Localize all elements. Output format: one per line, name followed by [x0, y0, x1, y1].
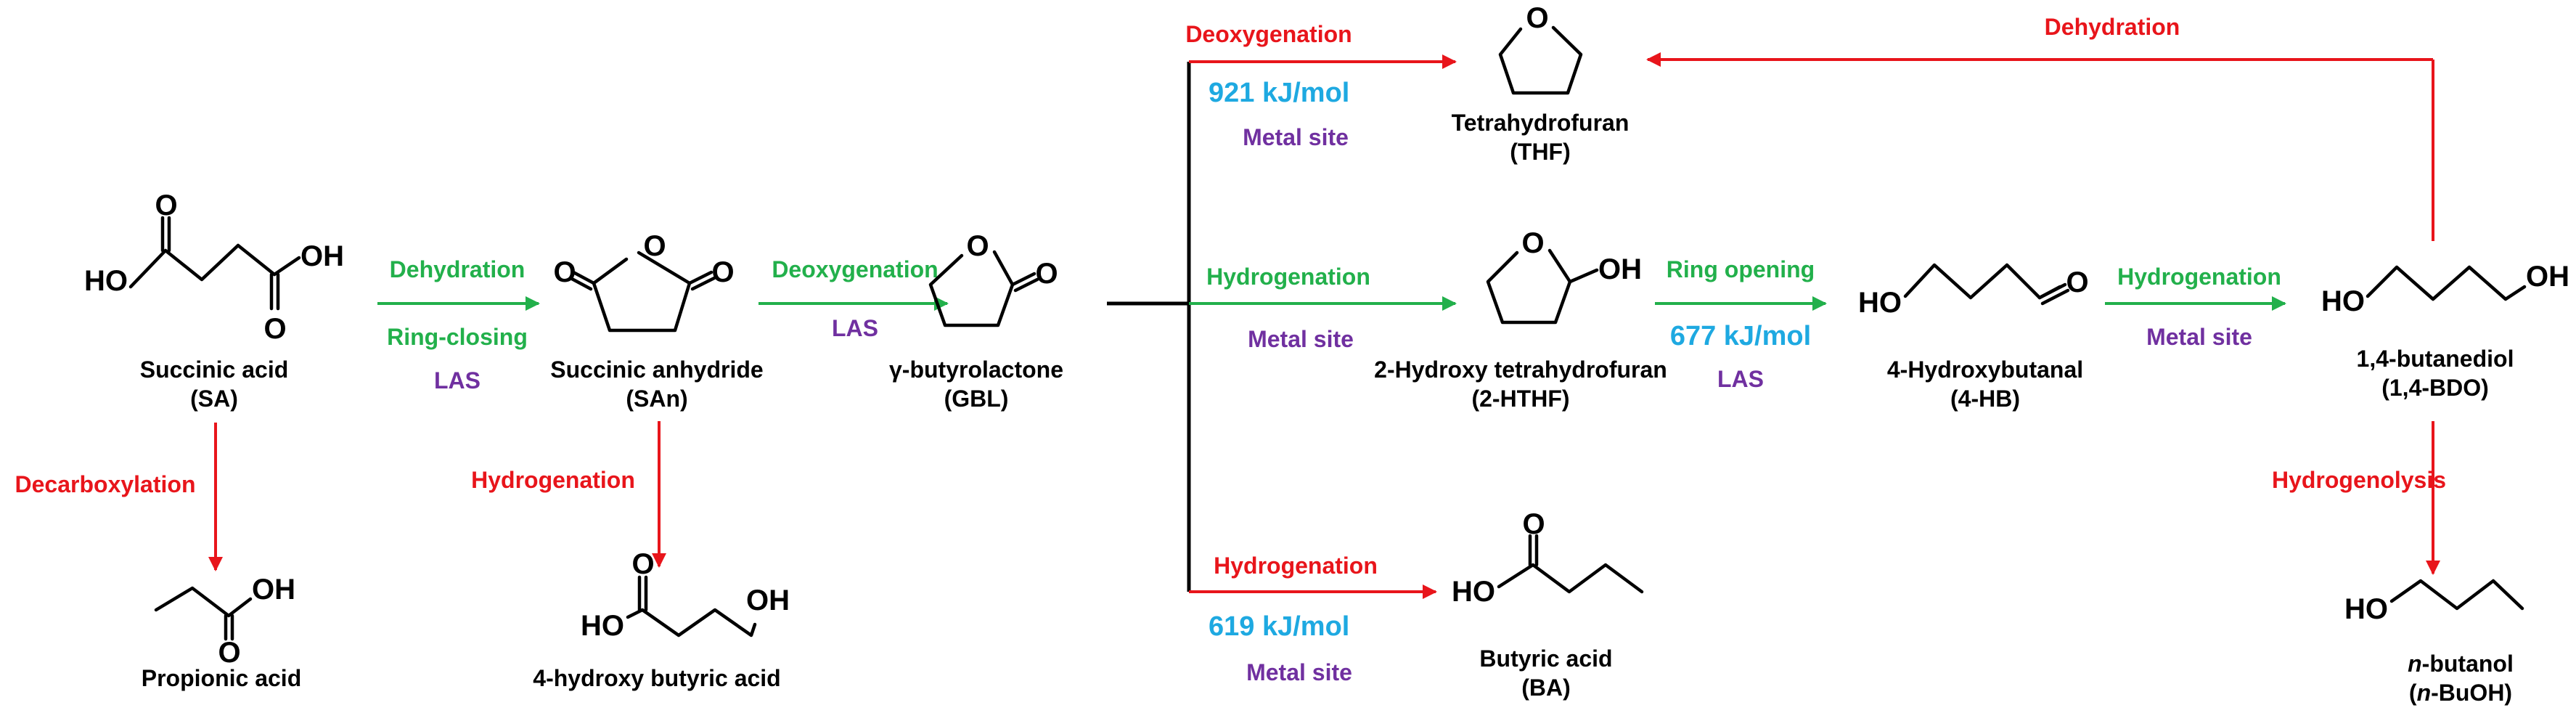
hthf-abbr: (2-HTHF) — [1471, 386, 1569, 412]
atom-o: O — [553, 256, 576, 288]
hb-bdo-site: Metal site — [2146, 324, 2252, 350]
atom-ho: HO — [84, 265, 128, 297]
butyric-acid-structure: HO O — [1452, 508, 1644, 608]
gbl-structure: O O — [928, 230, 1058, 327]
hb-name: 4-Hydroxybutanal — [1887, 356, 2083, 383]
butanediol-structure: HO OH — [2321, 261, 2569, 317]
atom-o: O — [2066, 266, 2088, 298]
thf-name: Tetrahydrofuran — [1452, 110, 1630, 136]
ba-name: Butyric acid — [1479, 645, 1612, 672]
gbl-thf-energy: 921 kJ/mol — [1209, 78, 1349, 108]
n-butanol-structure: HO — [2344, 579, 2524, 625]
atom-o: O — [1522, 508, 1545, 540]
gbl-thf-step-label: Deoxygenation — [1185, 21, 1352, 47]
hydroxybutyric-acid-structure: HO O OH — [581, 548, 790, 642]
butanol-abbr-prefix: n — [2417, 680, 2432, 706]
atom-o: O — [643, 230, 666, 262]
hthf-hb-site: LAS — [1717, 366, 1764, 392]
sa-san-step-sublabel: Ring-closing — [387, 324, 528, 350]
succinic-anhydride-structure: O O O — [553, 230, 735, 333]
thf-abbr: (THF) — [1510, 139, 1571, 165]
gbl-name: γ-butyrolactone — [889, 356, 1063, 383]
atom-o: O — [631, 548, 654, 580]
butanol-name-rest: -butanol — [2422, 651, 2514, 677]
atom-oh: OH — [2526, 261, 2569, 293]
ba-abbr: (BA) — [1521, 675, 1571, 701]
atom-ho: HO — [2344, 593, 2388, 625]
atom-oh: OH — [252, 574, 295, 606]
sa-name: Succinic acid — [140, 356, 289, 383]
propionic-name: Propionic acid — [142, 665, 301, 691]
atom-o: O — [1035, 258, 1058, 290]
atom-ho: HO — [1858, 287, 1902, 319]
bdo-name: 1,4-butanediol — [2357, 346, 2514, 372]
butanol-name-prefix: n — [2408, 651, 2422, 677]
atom-ho: HO — [581, 610, 624, 642]
atom-ho: HO — [2321, 285, 2365, 317]
succinic-acid-structure: O HO OH O — [84, 190, 344, 345]
gbl-hthf-site: Metal site — [1248, 326, 1354, 352]
atom-oh: OH — [1598, 253, 1642, 285]
san-gbl-site: LAS — [832, 315, 878, 341]
atom-o: O — [966, 230, 989, 262]
butanol-abbr-open: ( — [2409, 680, 2417, 706]
gbl-abbr: (GBL) — [944, 386, 1009, 412]
hthf-name: 2-Hydroxy tetrahydrofuran — [1374, 356, 1667, 383]
san-gbl-step-label: Deoxygenation — [772, 256, 938, 282]
hydroxybutanal-structure: HO O — [1858, 263, 2089, 319]
thf-structure: O — [1498, 2, 1583, 95]
atom-o: O — [711, 256, 734, 288]
atom-o: O — [263, 313, 286, 345]
atom-o: O — [155, 190, 177, 221]
hthf-hb-step-label: Ring opening — [1667, 256, 1815, 282]
butanol-abbr: (n-BuOH) — [2409, 680, 2512, 706]
atom-o: O — [1521, 227, 1544, 259]
hb-abbr: (4-HB) — [1950, 386, 2020, 412]
atom-oh: OH — [746, 584, 790, 616]
gbl-thf-site: Metal site — [1243, 124, 1349, 150]
bdo-butanol-step-label: Hydrogenolysis — [2272, 467, 2446, 493]
gbl-hthf-step-label: Hydrogenation — [1206, 264, 1370, 290]
hthf-hb-energy: 677 kJ/mol — [1670, 321, 1811, 351]
sa-abbr: (SA) — [190, 386, 238, 412]
hb-bdo-step-label: Hydrogenation — [2117, 264, 2281, 290]
hba-name: 4-hydroxy butyric acid — [533, 665, 780, 691]
hthf-structure: O OH — [1486, 227, 1642, 325]
atom-o: O — [218, 637, 240, 669]
san-name: Succinic anhydride — [550, 356, 763, 383]
sa-san-step-label: Dehydration — [390, 256, 526, 282]
atom-oh: OH — [300, 240, 344, 272]
san-hba-step-label: Hydrogenation — [471, 467, 635, 493]
propionic-acid-structure: OH O — [154, 574, 295, 669]
san-abbr: (SAn) — [626, 386, 687, 412]
sa-propionic-step-label: Decarboxylation — [15, 471, 196, 497]
sa-san-site: LAS — [434, 367, 481, 394]
butanol-name: n-butanol — [2408, 651, 2514, 677]
butanol-abbr-rest: -BuOH) — [2431, 680, 2512, 706]
gbl-ba-site: Metal site — [1246, 659, 1352, 685]
bdo-abbr: (1,4-BDO) — [2381, 375, 2489, 401]
atom-o: O — [1526, 2, 1548, 34]
gbl-ba-energy: 619 kJ/mol — [1209, 611, 1349, 642]
bdo-thf-step-label: Dehydration — [2045, 14, 2180, 40]
atom-ho: HO — [1452, 576, 1495, 608]
gbl-ba-step-label: Hydrogenation — [1214, 553, 1378, 579]
